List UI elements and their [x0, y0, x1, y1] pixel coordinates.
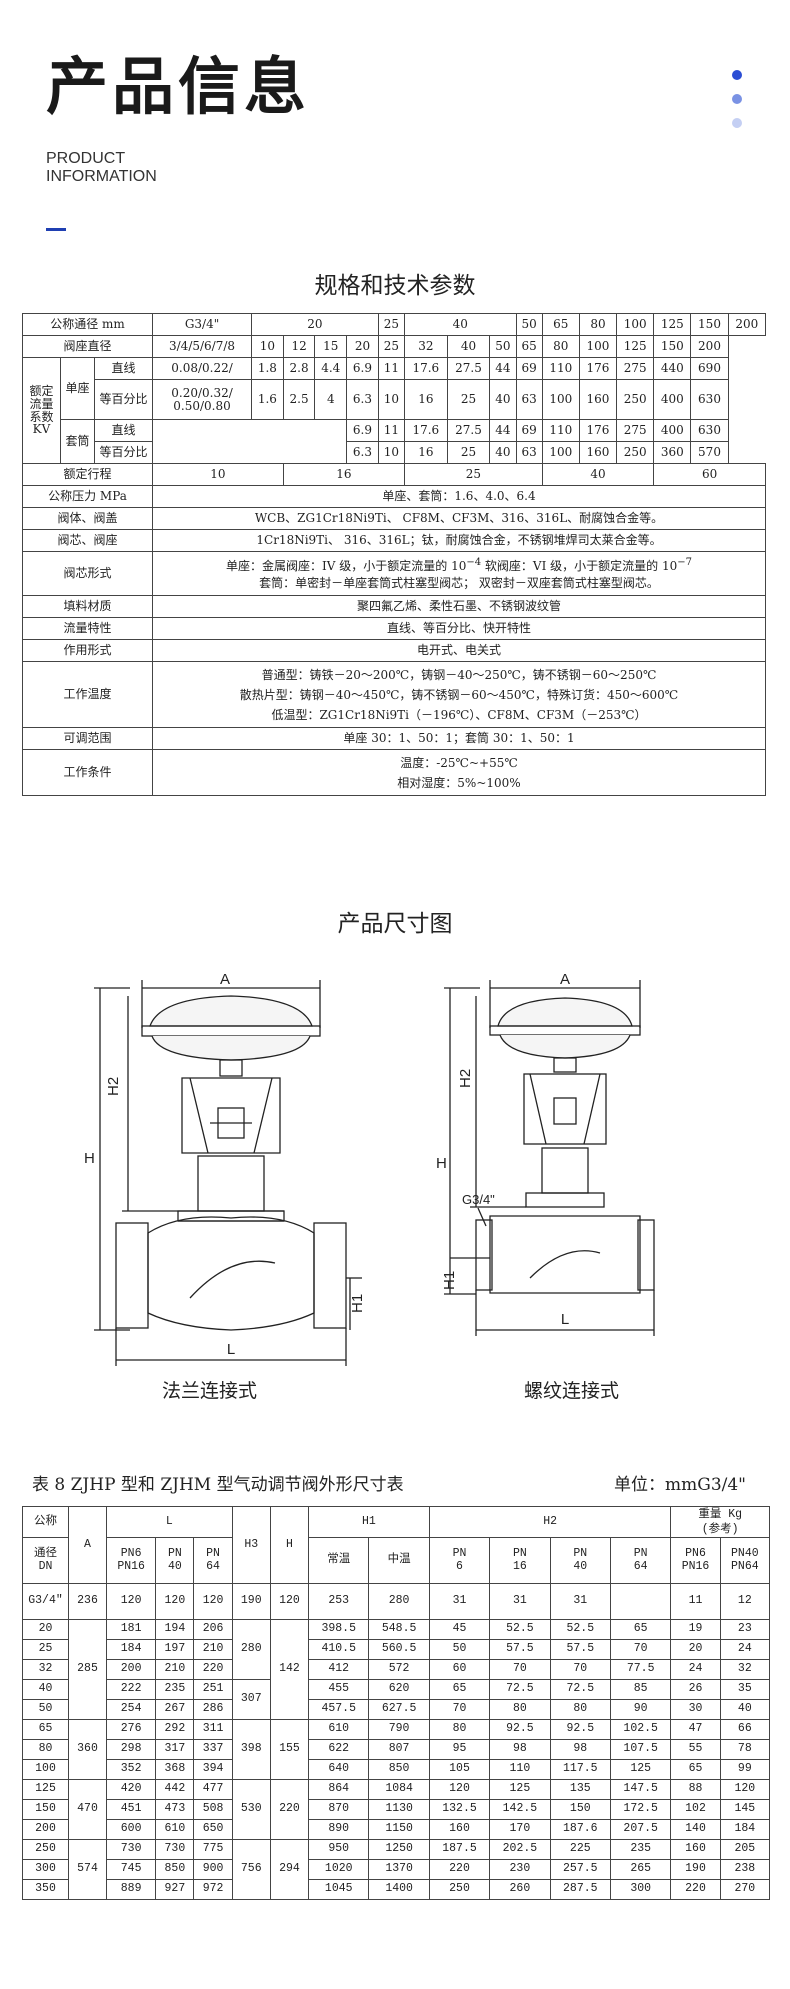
flanged-label-h2: H2	[105, 1077, 122, 1096]
threaded-label-g: G3/4"	[462, 1192, 495, 1207]
dims-title: 产品尺寸图	[337, 911, 453, 937]
dot-2	[732, 94, 742, 104]
threaded-caption: 螺纹连接式	[524, 1380, 620, 1402]
spec-row-core: 阀芯、阀座 1Cr18Ni9Ti、 316、316L；钛，耐腐蚀合金，不锈钢堆焊…	[22, 529, 766, 552]
threaded-label-l: L	[561, 1311, 569, 1328]
table8-caption: 表 8 ZJHP 型和 ZJHM 型气动调节阀外形尺寸表	[32, 1475, 404, 1495]
threaded-label-h: H	[436, 1155, 447, 1172]
threaded-label-a: A	[560, 971, 570, 988]
threaded-valve-drawing: A H H2 G3/4" H1 L	[436, 971, 655, 1336]
threaded-label-h1: H1	[441, 1271, 458, 1290]
spec-row-coretype: 阀芯形式 单座：金属阀座：IV 级，小于额定流量的 10−4 软阀座：VI 级，…	[22, 551, 766, 596]
spec-row-range: 可调范围 单座 30：1、50：1；套筒 30：1、50：1	[22, 727, 766, 750]
spec-row-temp: 工作温度 普通型：铸铁－20～200℃，铸钢－40～250℃，铸不锈钢－60～2…	[22, 661, 766, 728]
flanged-label-a: A	[220, 971, 230, 988]
flanged-label-h: H	[84, 1150, 95, 1167]
spec-row-pressure: 公称压力 MPa 单座、套筒：1.6、4.0、6.4	[22, 485, 766, 508]
spec-row-flow: 流量特性 直线、等百分比、快开特性	[22, 617, 766, 640]
spec-row-packing: 填料材质 聚四氟乙烯、柔性石墨、不锈钢波纹管	[22, 595, 766, 618]
accent-bar	[46, 228, 66, 231]
page-title: 产品信息	[46, 50, 311, 123]
flanged-caption: 法兰连接式	[162, 1380, 258, 1402]
table8-unit: 单位：mmG3/4"	[614, 1475, 746, 1495]
decor-dots	[732, 70, 742, 142]
spec-title: 规格和技术参数	[314, 273, 476, 299]
spec-row-body: 阀体、阀盖 WCB、ZG1Cr18Ni9Ti、 CF8M、CF3M、316、31…	[22, 507, 766, 530]
threaded-label-h2: H2	[457, 1069, 474, 1088]
dim-head-1: 公称 A L H3 H H1 H2 重量 Kg(参考)	[22, 1506, 770, 1584]
dot-3	[732, 118, 742, 128]
flanged-label-l: L	[227, 1341, 235, 1358]
spec-row-stroke: 额定行程 10 16 25 40 60	[22, 463, 766, 486]
dot-1	[732, 70, 742, 80]
flanged-valve-drawing: A H H2 H1 L	[84, 971, 366, 1366]
flanged-label-h1: H1	[349, 1294, 366, 1313]
spec-row-action: 作用形式 电开式、电关式	[22, 639, 766, 662]
